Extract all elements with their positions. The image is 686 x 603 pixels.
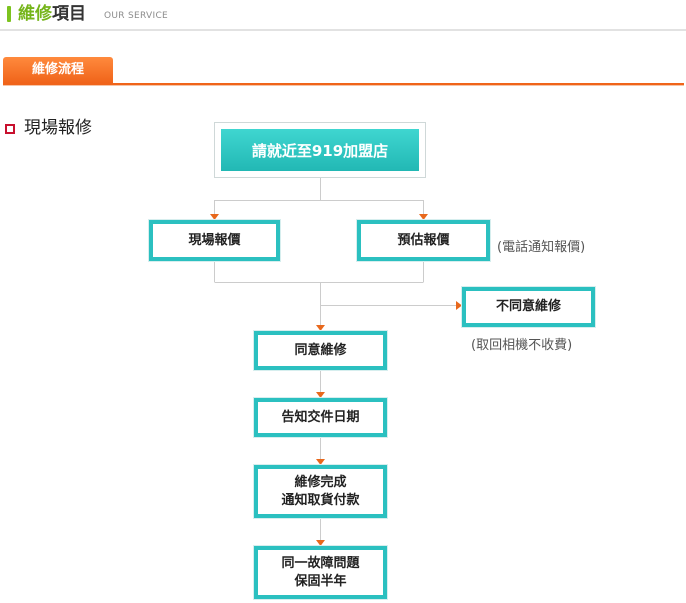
page-header: 維修項目 OUR SERVICE — [0, 0, 686, 32]
flow-box-complete: 維修完成 通知取貨付款 — [254, 465, 387, 518]
section-title: 現場報修 — [24, 118, 92, 138]
page-subtitle: OUR SERVICE — [104, 11, 169, 21]
estimate-note: (電話通知報價) — [497, 240, 586, 255]
disagree-note: (取回相機不收費) — [471, 338, 573, 353]
complete-label-line1: 維修完成 — [294, 474, 347, 490]
onsite-quote-label: 現場報價 — [188, 232, 241, 248]
estimate-quote-label: 預估報價 — [397, 232, 450, 248]
arrow-down-notify — [316, 392, 325, 398]
arrow-down-agree — [316, 325, 325, 331]
page-title-rest: 項目 — [52, 4, 86, 24]
flow-box-start: 請就近至919加盟店 — [214, 122, 426, 178]
warranty-label-line2: 保固半年 — [294, 573, 347, 589]
agree-label: 同意維修 — [294, 342, 347, 358]
square-bullet-icon — [5, 124, 15, 134]
flow-box-onsite-quote: 現場報價 — [149, 220, 280, 261]
arrow-down-estimate — [419, 214, 428, 220]
page-title: 維修項目 — [18, 4, 86, 24]
arrow-right-disagree — [456, 301, 462, 310]
arrow-down-complete — [316, 459, 325, 465]
tab-underline-shadow — [3, 85, 684, 86]
header-divider — [0, 29, 686, 31]
page-title-highlight: 維修 — [18, 4, 52, 24]
disagree-label: 不同意維修 — [495, 299, 561, 314]
arrow-down-onsite — [210, 214, 219, 220]
tab-underline — [3, 83, 684, 85]
flow-box-agree: 同意維修 — [254, 331, 387, 370]
arrow-down-warranty — [316, 540, 325, 546]
flow-box-warranty: 同一故障問題 保固半年 — [254, 546, 387, 599]
warranty-label-line1: 同一故障問題 — [281, 555, 360, 571]
flow-box-estimate-quote: 預估報價 — [357, 220, 490, 261]
flow-box-notify-date: 告知交件日期 — [254, 398, 387, 437]
complete-label-line2: 通知取貨付款 — [281, 492, 360, 508]
notify-date-label: 告知交件日期 — [281, 409, 360, 425]
header-accent-bar — [7, 6, 11, 22]
tab-repair-process[interactable]: 維修流程 — [3, 57, 113, 83]
flow-box-start-label: 請就近至919加盟店 — [221, 129, 419, 171]
flow-box-disagree: 不同意維修 — [462, 287, 595, 327]
